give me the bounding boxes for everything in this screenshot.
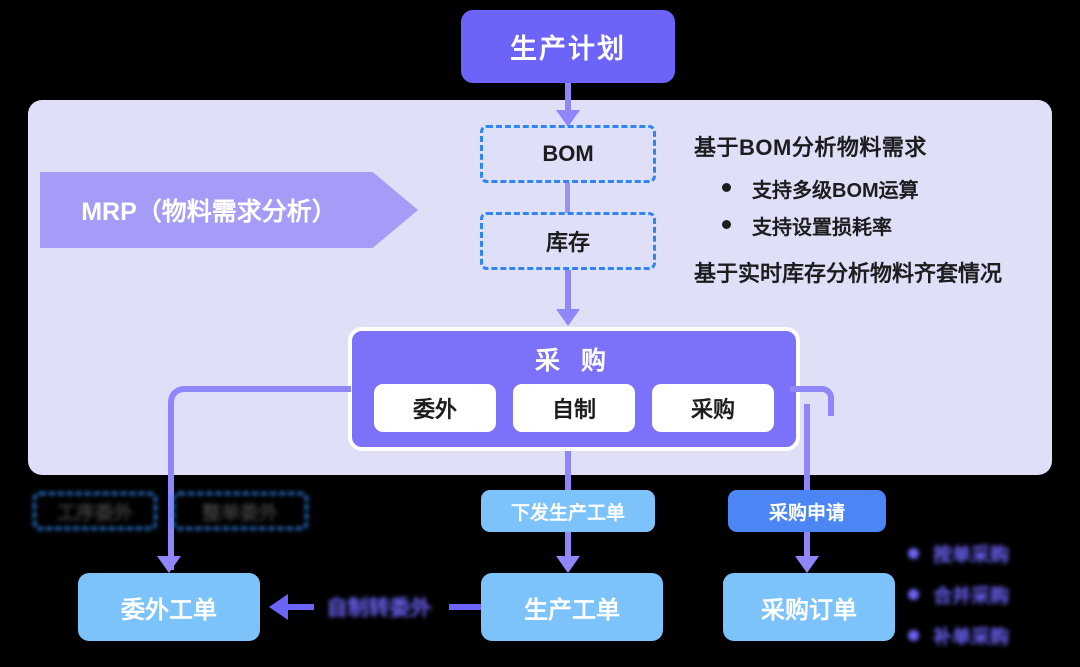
mrp-banner-label: MRP（物料需求分析）: [81, 198, 337, 226]
chip-outsource[interactable]: 委外: [374, 384, 496, 432]
node-production-work-order-label: 生产工单: [524, 596, 620, 624]
node-production-plan[interactable]: 生产计划: [461, 10, 675, 83]
bullet-dot-icon: [908, 630, 919, 641]
po-mode-label: 补单采购: [933, 627, 1010, 648]
description-footer: 基于实时库存分析物料齐套情况: [694, 261, 1003, 286]
connector-pr-to-po: [804, 532, 810, 560]
connector-purchase-right-horizontal: [790, 386, 812, 392]
list-item: 合并采购: [908, 581, 1078, 608]
connector-stock-to-purchase: [565, 270, 571, 312]
arrowhead-plan-to-bom: [556, 110, 580, 127]
connector-plan-to-bom: [565, 83, 571, 113]
label-purchase-request-text: 采购申请: [768, 502, 845, 524]
description-bullet: 支持多级BOM运算: [722, 174, 1034, 203]
description-bullet-list: 支持多级BOM运算 支持设置损耗率: [694, 174, 1034, 240]
tag-full-order-outsource: 整单委外: [172, 492, 308, 530]
connector-right-vertical: [804, 404, 810, 496]
node-inventory[interactable]: 库存: [480, 212, 656, 270]
arrowhead-to-prod-wo: [556, 556, 580, 573]
node-production-work-order[interactable]: 生产工单: [481, 573, 663, 641]
node-bom[interactable]: BOM: [480, 125, 656, 183]
label-self-to-outsource-text: 自制转委外: [326, 597, 432, 620]
po-mode-label: 合并采购: [933, 586, 1010, 607]
list-item: 按单采购: [908, 540, 1078, 567]
node-bom-label: BOM: [542, 141, 594, 166]
purchase-chip-row: 委外 自制 采购: [374, 384, 774, 432]
group-purchase-title: 采 购: [535, 347, 613, 375]
connector-purchase-left-elbow: [168, 386, 202, 420]
connector-issue-wo-to-prod-wo: [565, 532, 571, 560]
description-heading: 基于BOM分析物料需求: [694, 135, 927, 160]
description-bullet: 支持设置损耗率: [722, 211, 1034, 240]
mrp-banner: MRP（物料需求分析）: [40, 172, 418, 248]
purchase-order-modes-list: 按单采购 合并采购 补单采购: [908, 540, 1078, 663]
mrp-description: 基于BOM分析物料需求 支持多级BOM运算 支持设置损耗率 基于实时库存分析物料…: [694, 130, 1034, 288]
list-item: 补单采购: [908, 622, 1078, 649]
arrowhead-stock-to-purchase: [556, 309, 580, 326]
chip-purchase[interactable]: 采购: [652, 384, 774, 432]
bullet-dot-icon: [908, 589, 919, 600]
node-purchase-order-label: 采购订单: [761, 596, 857, 624]
group-purchase: 采 购 委外 自制 采购: [348, 327, 800, 451]
chip-self-made-label: 自制: [551, 397, 596, 422]
arrowhead-to-po: [795, 556, 819, 573]
arrowhead-to-outsource-wo: [157, 556, 181, 573]
label-purchase-request[interactable]: 采购申请: [728, 490, 886, 532]
connector-prod-to-outsource-right-seg: [449, 604, 481, 610]
chip-outsource-label: 委外: [412, 397, 457, 422]
po-mode-label: 按单采购: [933, 545, 1010, 566]
node-outsource-work-order[interactable]: 委外工单: [78, 573, 260, 641]
connector-left-vertical: [168, 408, 174, 570]
chip-self-made[interactable]: 自制: [513, 384, 635, 432]
node-production-plan-label: 生产计划: [510, 34, 626, 64]
connector-prod-to-outsource-left-seg: [288, 604, 314, 610]
node-inventory-label: 库存: [545, 230, 590, 255]
connector-purchase-right-elbow: [806, 386, 834, 416]
tag-process-outsource: 工序委外: [33, 492, 157, 530]
node-outsource-work-order-label: 委外工单: [121, 596, 217, 624]
chip-purchase-label: 采购: [690, 397, 735, 422]
label-issue-work-order-text: 下发生产工单: [510, 502, 625, 524]
connector-purchase-to-issue-wo: [565, 451, 571, 496]
tag-process-outsource-label: 工序委外: [56, 502, 133, 524]
label-issue-work-order[interactable]: 下发生产工单: [481, 490, 655, 532]
tag-full-order-outsource-label: 整单委外: [201, 502, 278, 524]
node-purchase-order[interactable]: 采购订单: [723, 573, 895, 641]
label-self-to-outsource: 自制转委外: [309, 592, 449, 622]
bullet-dot-icon: [908, 548, 919, 559]
arrowhead-prod-to-outsource: [269, 594, 288, 620]
connector-bom-to-stock: [565, 183, 570, 213]
connector-purchase-left-horizontal: [196, 386, 351, 392]
